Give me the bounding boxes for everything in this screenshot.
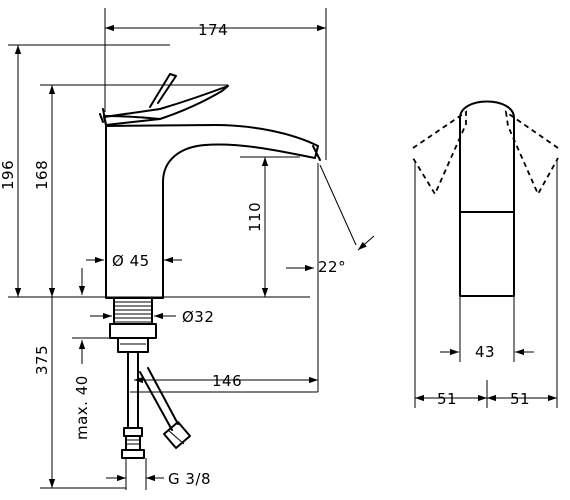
lever-front (459, 100, 515, 213)
front-view: 43 51 51 (412, 100, 559, 408)
dim-lever-swing-right: 51 (510, 390, 530, 408)
lever-swing-left (412, 110, 467, 196)
dim-body-diameter: Ø 45 (112, 252, 150, 270)
dim-total-width: 174 (198, 21, 228, 39)
side-view: 174 196 168 110 22° Ø 45 Ø32 375 max. 40… (0, 8, 375, 490)
dim-max-deck-thickness: max. 40 (73, 375, 91, 440)
supply-hoses (121, 351, 191, 459)
dim-lever-width: 43 (475, 343, 495, 361)
lever-handle (103, 85, 229, 126)
threaded-shank (109, 297, 157, 353)
dim-spout-height: 168 (33, 160, 51, 190)
faucet-body-spout (105, 124, 319, 299)
dim-lever-swing-left: 51 (437, 390, 457, 408)
dim-spout-clearance: 110 (246, 202, 264, 232)
dim-overall-height: 196 (0, 160, 17, 190)
dim-below-deck-length: 375 (33, 345, 51, 375)
lever-swing-right (504, 110, 559, 197)
dim-spout-reach: 146 (212, 372, 242, 390)
body-front (459, 211, 515, 297)
dim-shank-diameter: Ø32 (182, 308, 214, 326)
dim-connection-thread: G 3/8 (168, 470, 211, 488)
dim-spout-angle: 22° (318, 258, 346, 276)
